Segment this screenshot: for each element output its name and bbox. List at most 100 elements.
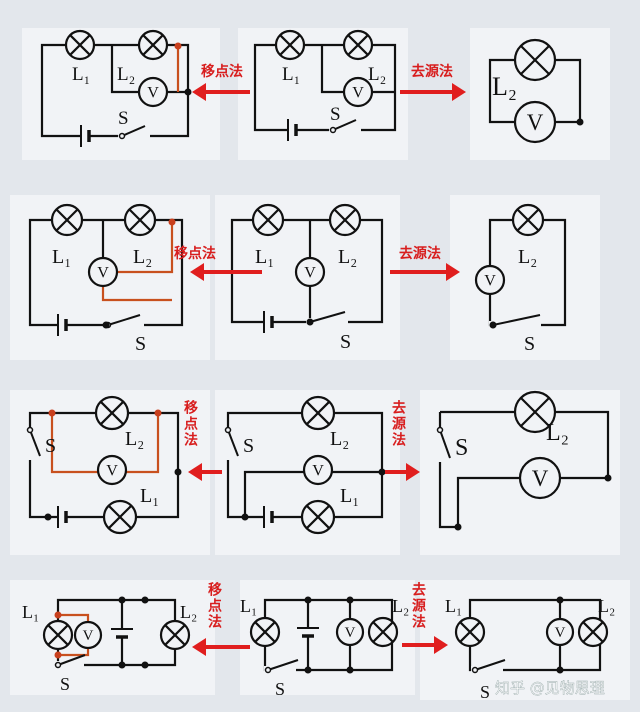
label: L₂ <box>368 64 386 85</box>
switch-icon <box>329 119 361 134</box>
label: S <box>524 333 535 355</box>
gap <box>305 627 311 637</box>
voltmeter-circle <box>96 454 128 486</box>
lamp-icon <box>64 29 96 61</box>
voltmeter-circle <box>294 256 326 288</box>
label: L₂ <box>180 602 197 622</box>
switch-icon <box>54 654 86 669</box>
lamp-cross <box>279 34 301 56</box>
lamp-cross <box>459 621 481 643</box>
junction-dot <box>44 513 52 521</box>
lamp-cross <box>142 34 164 56</box>
lamp-icon <box>249 616 281 648</box>
wire <box>243 470 382 517</box>
voltmeter-icon: V <box>513 100 557 144</box>
gap <box>119 628 125 638</box>
voltmeter-label: V <box>97 265 109 282</box>
switch-pivot <box>471 666 479 674</box>
lamp-cross <box>306 401 330 425</box>
junction-dot <box>454 523 462 531</box>
voltmeter-label: V <box>304 265 316 282</box>
label: S <box>340 331 351 353</box>
arrow-head <box>446 263 460 281</box>
junction-dot <box>174 468 182 476</box>
label: S <box>275 679 285 699</box>
label: L₂ <box>133 246 152 268</box>
lamp-icon <box>123 203 157 237</box>
switch-icon <box>118 125 150 140</box>
junction-dot <box>576 118 584 126</box>
switch-pivot <box>118 132 126 140</box>
switch-icon <box>436 426 451 462</box>
arrow-head <box>452 83 466 101</box>
voltmeter-circle <box>335 617 365 647</box>
wire <box>320 45 345 94</box>
battery-icon <box>263 311 274 333</box>
label: L₁ <box>255 246 274 268</box>
highlight-wire <box>50 413 98 474</box>
highlight-wire <box>101 286 172 302</box>
lamp-icon <box>511 203 545 237</box>
lamp-cross <box>520 397 550 427</box>
lamp-cross <box>372 621 394 643</box>
lamp-cross <box>55 208 79 232</box>
voltmeter-circle <box>302 454 334 486</box>
lamp-icon <box>274 29 306 61</box>
label: S <box>60 674 70 694</box>
method-label-remove-source: 去源法 <box>390 399 406 448</box>
lamp-cross <box>516 208 540 232</box>
method-label-remove-source: 去源法 <box>399 245 441 262</box>
voltmeter-circle <box>513 100 557 144</box>
gap <box>436 428 444 462</box>
label: L₁ <box>52 246 71 268</box>
switch-lever <box>332 119 357 131</box>
voltmeter-circle <box>518 456 562 500</box>
method-label-remove-source: 去源法 <box>411 63 453 80</box>
lamp-cross <box>100 401 124 425</box>
wire <box>110 45 140 94</box>
switch-lever <box>492 314 541 326</box>
gap <box>224 428 232 460</box>
voltmeter-icon: V <box>137 76 169 108</box>
voltmeter-circle <box>137 76 169 108</box>
lamp-icon <box>577 616 609 648</box>
gap <box>306 318 348 326</box>
method-label-move-point: 移点法 <box>206 581 222 630</box>
arrow-head <box>192 638 206 656</box>
lamp-icon <box>94 395 130 431</box>
lamp-cross <box>164 624 186 646</box>
battery-icon <box>57 506 68 528</box>
junction-dot <box>304 666 312 674</box>
lamp-cross <box>256 208 280 232</box>
junction-dot <box>174 42 182 50</box>
junction-dot <box>154 409 162 417</box>
label: L₂ <box>518 246 537 268</box>
lamp-cross <box>347 34 369 56</box>
lamp-cross <box>108 505 132 529</box>
lamp-icon <box>137 29 169 61</box>
switch-lever <box>267 659 299 671</box>
method-label-move-point: 移点法 <box>174 245 216 262</box>
voltmeter-label: V <box>106 463 118 480</box>
switch-lever <box>29 429 41 457</box>
label: L₂ <box>338 246 357 268</box>
voltmeter-icon: V <box>342 76 374 108</box>
label: S <box>135 333 146 355</box>
switch-icon <box>471 659 506 674</box>
voltmeter-icon: V <box>294 256 326 288</box>
voltmeter-circle <box>342 76 374 108</box>
lamp-cross <box>333 208 357 232</box>
voltmeter-label: V <box>83 628 94 644</box>
switch-lever <box>107 314 141 326</box>
voltmeter-label: V <box>527 110 544 135</box>
junction-dot <box>184 88 192 96</box>
arrow-head <box>406 463 420 481</box>
label: L₁ <box>240 596 257 616</box>
voltmeter-label: V <box>532 466 549 491</box>
voltmeter-icon: V <box>335 617 365 647</box>
voltmeter-circle <box>474 264 506 296</box>
gap <box>80 133 90 139</box>
gap <box>329 126 361 134</box>
lamp-cross <box>47 624 69 646</box>
